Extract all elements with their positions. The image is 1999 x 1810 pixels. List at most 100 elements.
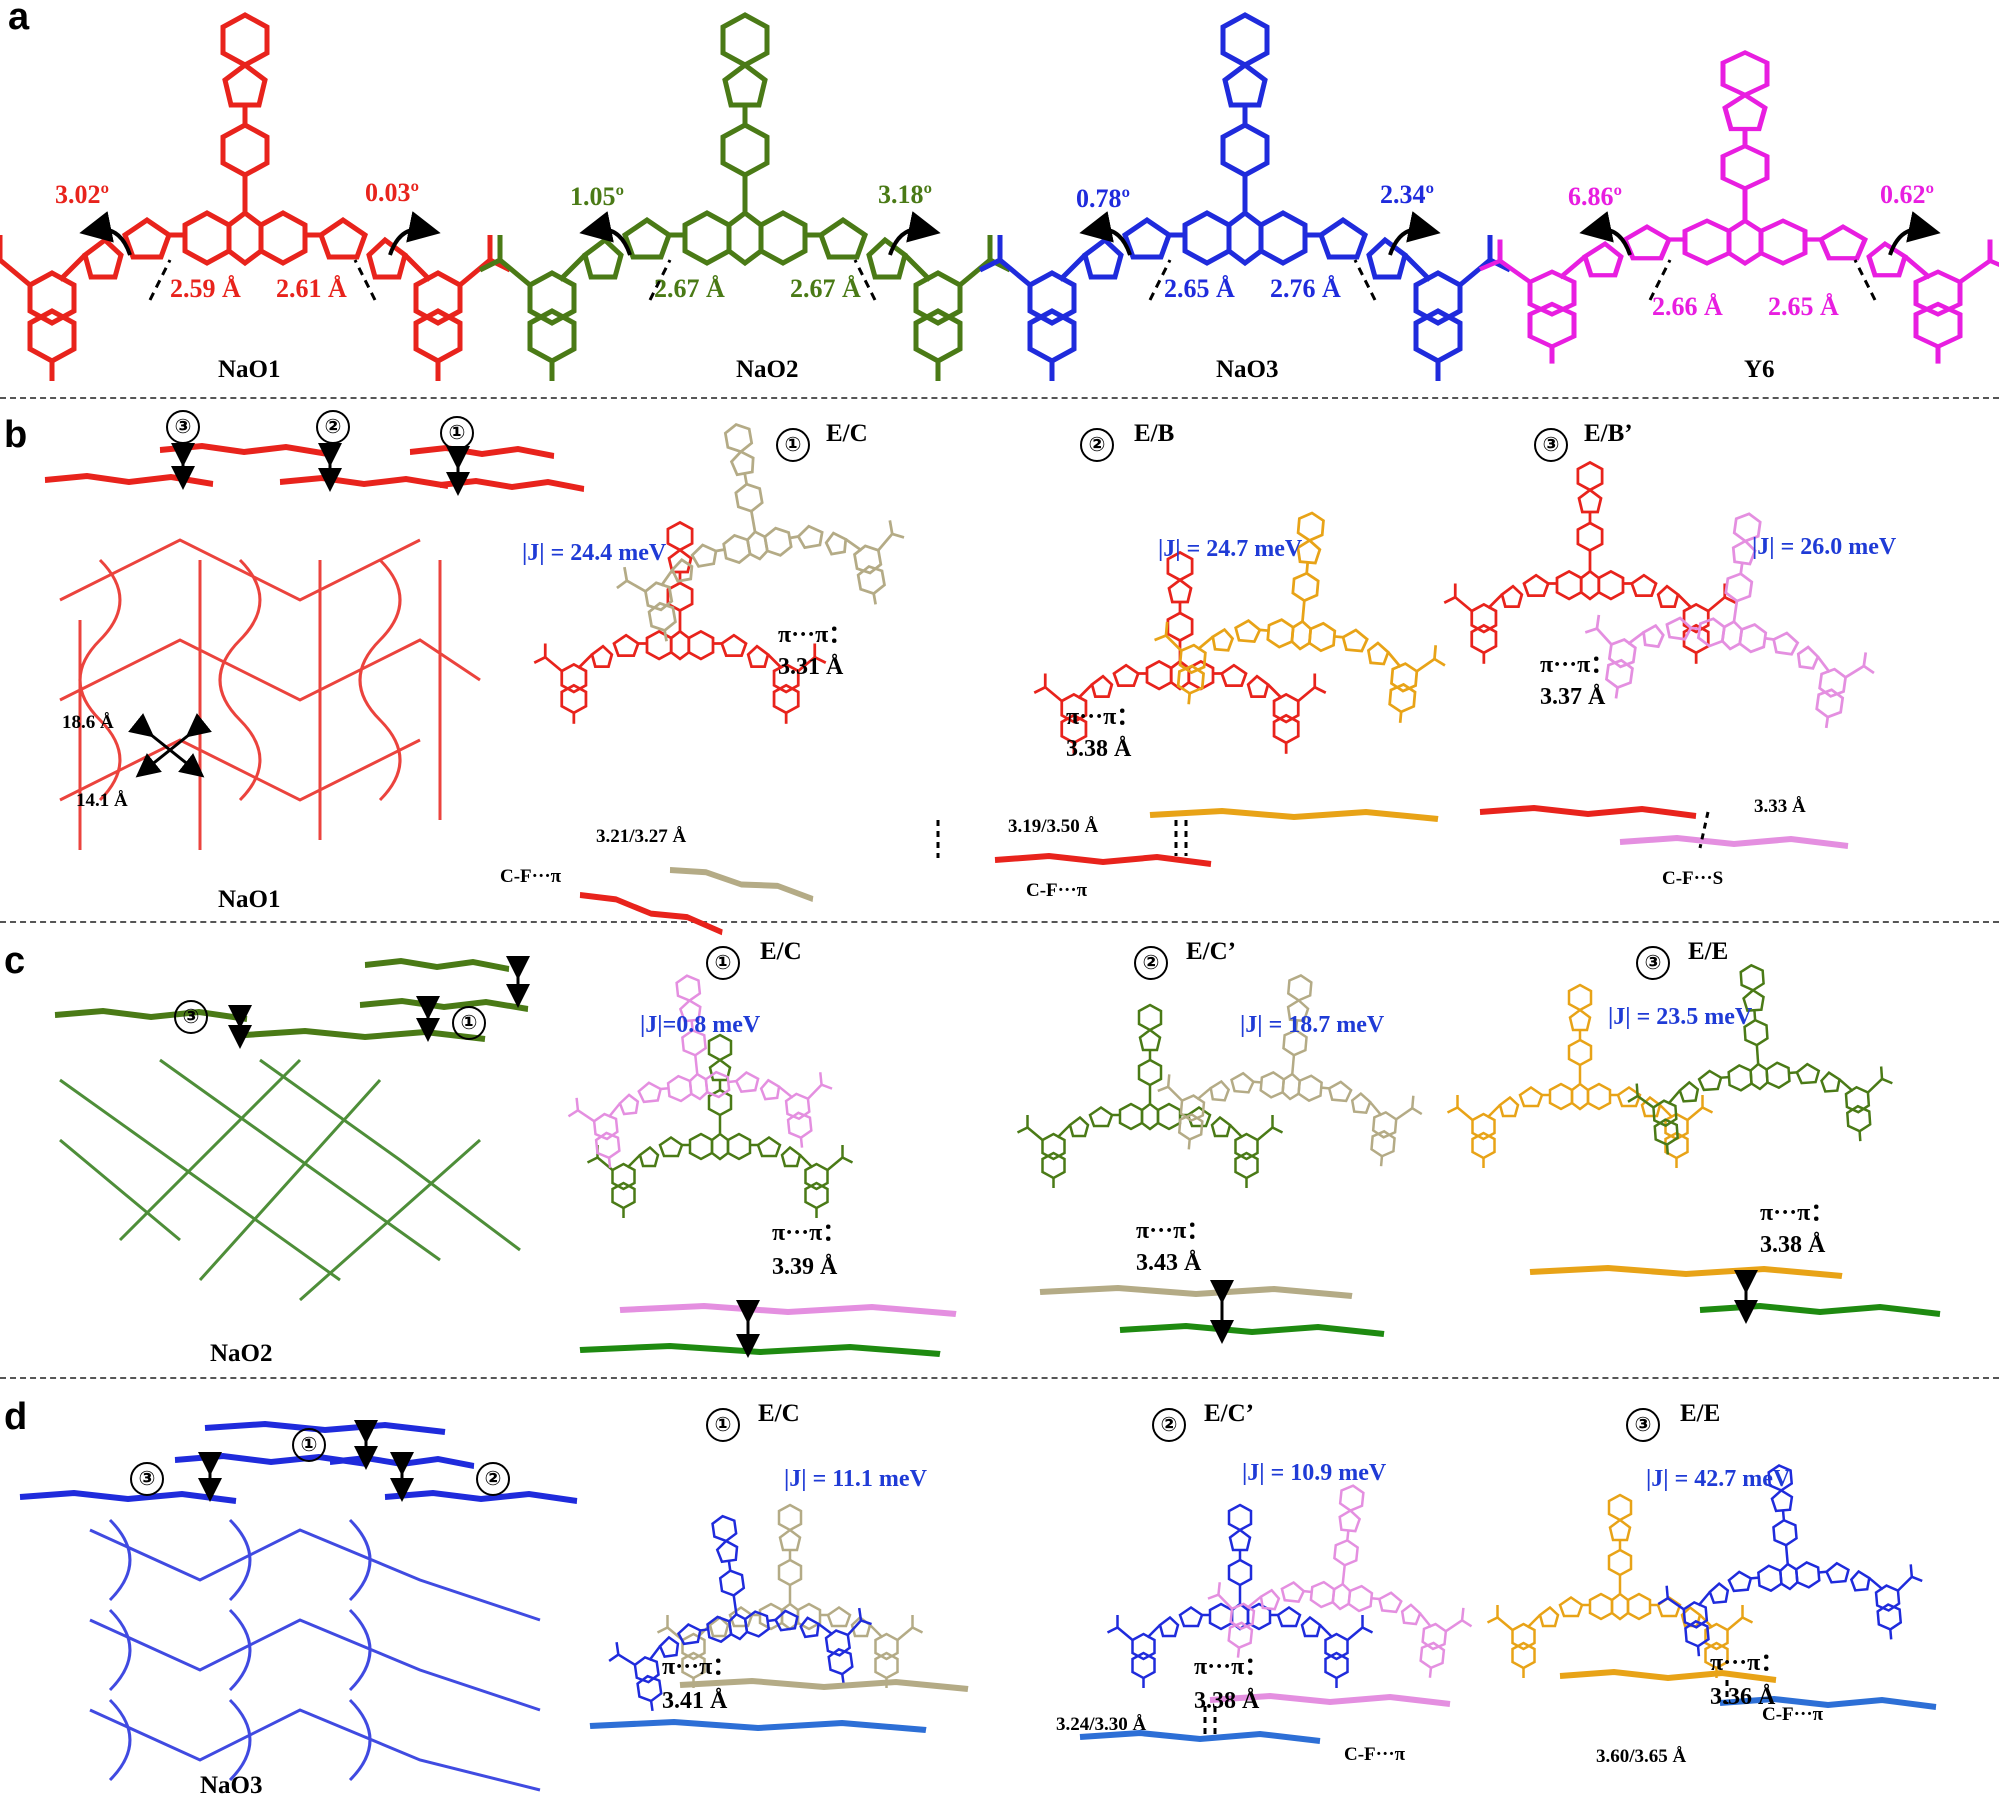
dimer-b1-pipi: 3.31 Å (778, 654, 844, 680)
dimer-b3-contact-dist: 3.33 Å (1754, 796, 1806, 817)
naO1-dist-right: 2.61 Å (276, 274, 347, 303)
naO1-angle-right: 0.03º (365, 178, 420, 207)
dimer-b2-num: ② (1080, 428, 1114, 462)
dimer-b3-num: ③ (1534, 428, 1568, 462)
stack-label-2: ② (316, 410, 350, 444)
y6-dist-right: 2.65 Å (1768, 292, 1839, 321)
stack-label-d1: ① (292, 1428, 326, 1462)
divider-c-d (0, 1377, 1999, 1379)
y6-angle-left: 6.86º (1568, 182, 1623, 211)
dimer-b2-j: |J| = 24.7 meV (1158, 536, 1303, 562)
dimer-d2-title: E/C’ (1204, 1400, 1254, 1427)
dimer-b1-pipi-label: π···π： (778, 622, 853, 648)
dimer-c3-pipi: 3.38 Å (1760, 1232, 1826, 1258)
pore-b-label: 14.1 Å (76, 790, 128, 811)
dimer-d2-pipi: 3.38 Å (1194, 1688, 1260, 1714)
stack-arrows-b (171, 443, 470, 496)
dimer-b2-title: E/B (1134, 420, 1175, 447)
dimer-d1-title: E/C (758, 1400, 800, 1427)
y6-angle-right: 0.62º (1880, 180, 1935, 209)
dimer-c2-num: ② (1134, 946, 1168, 980)
dimer-d3-pipi: 3.36 Å (1710, 1684, 1776, 1710)
stack-label-1: ① (440, 416, 474, 450)
pore-a-label: 18.6 Å (62, 712, 114, 733)
dimer-c1-num: ① (706, 946, 740, 980)
dimer-b2-contact-dist: 3.19/3.50 Å (1008, 816, 1099, 837)
naO1-label: NaO1 (218, 356, 281, 383)
rotation-arrows (79, 211, 1941, 256)
dimer-c2-pipi: 3.43 Å (1136, 1250, 1202, 1276)
naO2-dist-left: 2.67 Å (654, 274, 725, 303)
dimer-d3-pipi-label: π···π： (1710, 1650, 1785, 1676)
dimer-c3-j: |J| = 23.5 meV (1608, 1004, 1753, 1030)
dimer-c1-pipi-label: π···π： (772, 1220, 847, 1246)
naO2-angle-right: 3.18º (878, 180, 933, 209)
naO2-angle-left: 1.05º (570, 182, 625, 211)
dimer-c1-j: |J|=0.8 meV (640, 1012, 761, 1038)
pore-arrows (128, 713, 212, 778)
naO3-angle-left: 0.78º (1076, 184, 1131, 213)
naO3-dist-left: 2.65 Å (1164, 274, 1235, 303)
dimer-b3-pipi: 3.37 Å (1540, 684, 1606, 710)
dimer-d1-pipi: 3.41 Å (662, 1688, 728, 1714)
dimer-d2-pipi-label: π···π： (1194, 1654, 1269, 1680)
divider-a-b (0, 397, 1999, 399)
dimer-c2-pipi-label: π···π： (1136, 1218, 1211, 1244)
naO1-dist-left: 2.59 Å (170, 274, 241, 303)
dimer-b3-pipi-label: π···π： (1540, 652, 1615, 678)
dimer-b1-num: ① (776, 428, 810, 462)
dimer-d2-contact-type: C-F···π (1344, 1744, 1406, 1765)
dimer-d1-pipi-label: π···π： (662, 1654, 737, 1680)
naO3-angle-right: 2.34º (1380, 180, 1435, 209)
dimer-c1-pipi: 3.39 Å (772, 1254, 838, 1280)
y6-dist-left: 2.66 Å (1652, 292, 1723, 321)
naO3-label: NaO3 (1216, 356, 1279, 383)
dimer-b3-contact-type: C-F···S (1662, 868, 1724, 889)
divider-b-c (0, 921, 1999, 923)
naO2-packing-lattice (59, 1058, 521, 1302)
naO2-packing-label: NaO2 (210, 1340, 273, 1367)
panel-letter-a: a (8, 0, 30, 38)
dimer-b1-title: E/C (826, 420, 868, 447)
dimer-c3-title: E/E (1688, 938, 1729, 965)
dimer-b3-title: E/B’ (1584, 420, 1633, 447)
panel-letter-b: b (4, 414, 28, 456)
dimer-c1-title: E/C (760, 938, 802, 965)
naO3-packing-lattice (89, 1518, 541, 1792)
naO3-dist-right: 2.76 Å (1270, 274, 1341, 303)
stack-label-c3: ③ (174, 1000, 208, 1034)
dimer-d1-num: ① (706, 1408, 740, 1442)
stack-label-d2: ② (476, 1462, 510, 1496)
stack-label-3: ③ (166, 410, 200, 444)
panel-letter-c: c (4, 940, 26, 982)
dimer-b3-j: |J| = 26.0 meV (1752, 534, 1897, 560)
dimer-d3-contact-type: C-F···π (1762, 1704, 1824, 1725)
stack-label-d3: ③ (130, 1462, 164, 1496)
dimer-d3-num: ③ (1626, 1408, 1660, 1442)
dimer-d3-title: E/E (1680, 1400, 1721, 1427)
dimer-b1-contact-dist: 3.21/3.27 Å (596, 826, 687, 847)
panel-letter-d: d (4, 1396, 28, 1438)
naO1-stacking-view (45, 446, 584, 489)
dimer-c3-num: ③ (1636, 946, 1670, 980)
dimer-c3-pipi-label: π···π： (1760, 1200, 1835, 1226)
dimer-c2-title: E/C’ (1186, 938, 1236, 965)
naO1-packing-lattice (59, 538, 481, 850)
dimer-b2-pipi-label: π···π： (1066, 704, 1141, 730)
y6-label: Y6 (1744, 356, 1775, 383)
dimer-b2-contact-type: C-F···π (1026, 880, 1088, 901)
dimer-d2-contact-dist: 3.24/3.30 Å (1056, 1714, 1147, 1735)
naO1-angle-left: 3.02º (55, 180, 110, 209)
naO2-label: NaO2 (736, 356, 799, 383)
dimer-d2-j: |J| = 10.9 meV (1242, 1460, 1387, 1486)
hbond-dashes (148, 259, 1877, 301)
dimer-d3-contact-dist: 3.60/3.65 Å (1596, 1746, 1687, 1767)
dimer-c2-j: |J| = 18.7 meV (1240, 1012, 1385, 1038)
stack-label-c1: ① (452, 1006, 486, 1040)
naO1-packing-label: NaO1 (218, 886, 281, 913)
dimer-b1-contact-type: C-F···π (500, 866, 562, 887)
dimer-b1-j: |J| = 24.4 meV (522, 540, 667, 566)
dimer-b2-pipi: 3.38 Å (1066, 736, 1132, 762)
dimer-d3-j: |J| = 42.7 meV (1646, 1466, 1791, 1492)
